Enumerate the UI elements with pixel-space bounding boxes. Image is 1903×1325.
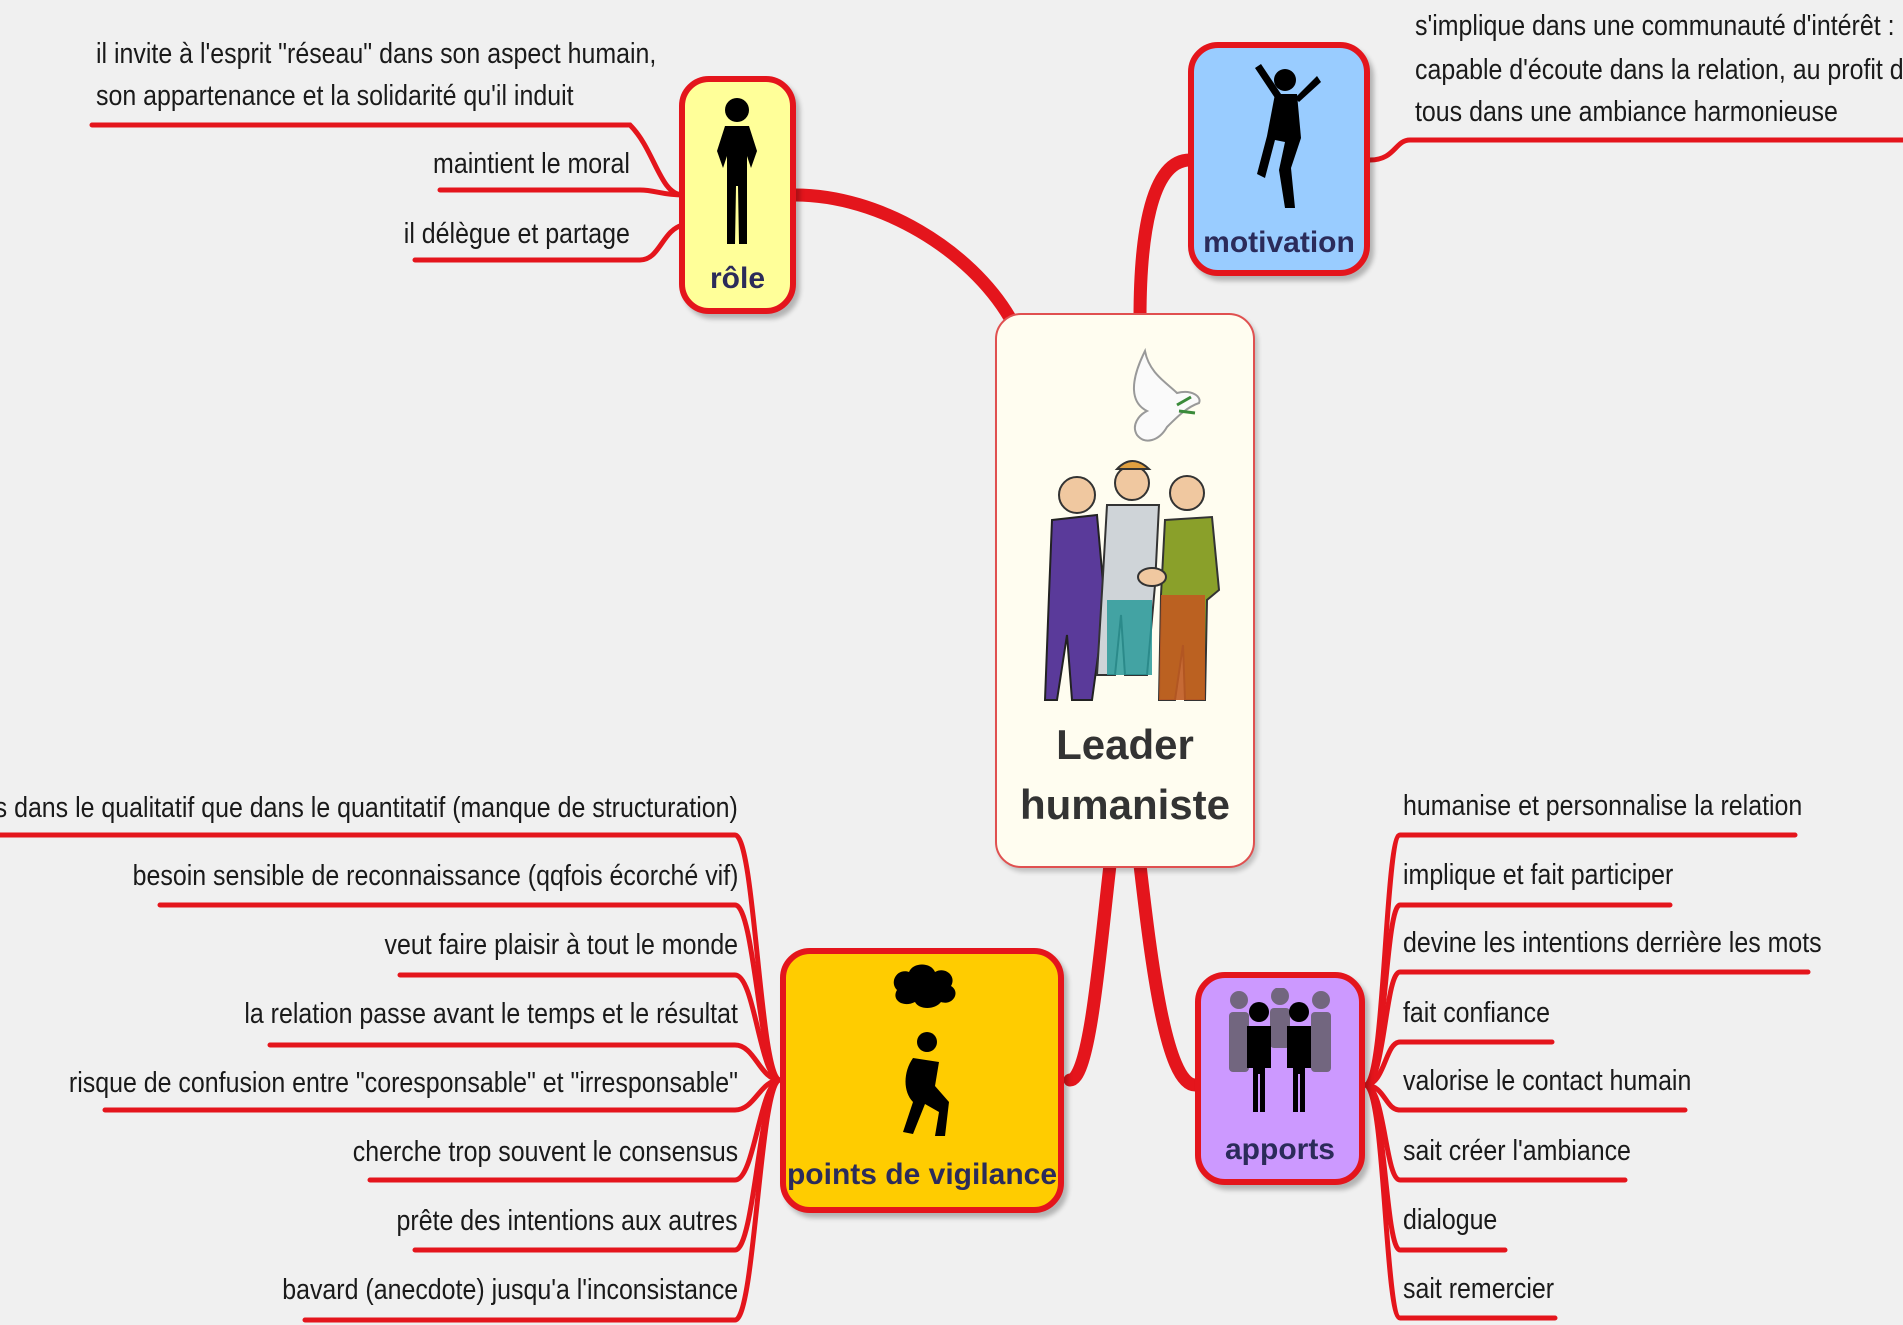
- node-role-title: rôle: [709, 262, 766, 295]
- apports-item-2[interactable]: implique et fait participer: [1403, 859, 1674, 891]
- node-vigilance-title: points de vigilance: [786, 1158, 1058, 1191]
- group-people-icon: [1229, 988, 1331, 1112]
- node-apports[interactable]: apports: [1195, 972, 1365, 1185]
- handshake-people-dove-icon: [1043, 347, 1221, 701]
- sad-person-cloud-icon: [893, 964, 956, 1136]
- branch-role-connector: [788, 188, 1017, 325]
- standing-person-icon: [717, 98, 757, 244]
- role-item-1-line1[interactable]: il invite à l'esprit "réseau" dans son a…: [96, 38, 657, 70]
- apports-item-7[interactable]: dialogue: [1403, 1204, 1498, 1236]
- vigilance-item-8[interactable]: bavard (anecdote) jusqu'a l'inconsistanc…: [282, 1274, 738, 1306]
- motivation-item-line1[interactable]: s'implique dans une communauté d'intérêt…: [1415, 10, 1895, 42]
- branch-apports-connector: [1133, 858, 1202, 1092]
- jumping-person-icon: [1255, 64, 1321, 208]
- motivation-item-line3[interactable]: tous dans une ambiance harmonieuse: [1415, 96, 1838, 128]
- node-role[interactable]: rôle: [679, 76, 796, 314]
- central-title: Leader humaniste: [997, 715, 1253, 835]
- node-apports-title: apports: [1224, 1133, 1335, 1166]
- vigilance-item-1[interactable]: plus dans le qualitatif que dans le quan…: [0, 792, 738, 824]
- node-motivation[interactable]: motivation: [1188, 42, 1370, 276]
- vigilance-item-4[interactable]: la relation passe avant le temps et le r…: [244, 998, 738, 1030]
- node-motivation-title: motivation: [1203, 226, 1355, 259]
- branch-vigilance-connector: [1063, 858, 1117, 1087]
- role-item-1-line2[interactable]: son appartenance et la solidarité qu'il …: [96, 80, 574, 112]
- vigilance-item-5[interactable]: risque de confusion entre "coresponsable…: [68, 1067, 738, 1099]
- vigilance-item-2[interactable]: besoin sensible de reconnaissance (qqfoi…: [132, 860, 738, 892]
- central-topic[interactable]: Leader humaniste: [995, 313, 1255, 868]
- apports-item-3[interactable]: devine les intentions derrière les mots: [1403, 927, 1822, 959]
- apports-item-1[interactable]: humanise et personnalise la relation: [1403, 790, 1803, 822]
- apports-item-6[interactable]: sait créer l'ambiance: [1403, 1135, 1631, 1167]
- branch-motivation-connector: [1133, 153, 1197, 325]
- apports-item-8[interactable]: sait remercier: [1403, 1273, 1555, 1305]
- role-item-delegue[interactable]: il délègue et partage: [403, 218, 630, 250]
- central-title-line1: Leader: [1056, 721, 1194, 768]
- motivation-item-line2[interactable]: capable d'écoute dans la relation, au pr…: [1415, 54, 1903, 86]
- apports-item-4[interactable]: fait confiance: [1403, 997, 1550, 1029]
- central-title-line2: humaniste: [1019, 781, 1231, 828]
- vigilance-item-3[interactable]: veut faire plaisir à tout le monde: [384, 929, 738, 961]
- vigilance-item-7[interactable]: prête des intentions aux autres: [396, 1205, 738, 1237]
- node-vigilance[interactable]: points de vigilance: [780, 948, 1064, 1213]
- apports-item-5[interactable]: valorise le contact humain: [1403, 1065, 1692, 1097]
- role-item-maintient-moral[interactable]: maintient le moral: [433, 148, 630, 180]
- vigilance-item-6[interactable]: cherche trop souvent le consensus: [352, 1136, 738, 1168]
